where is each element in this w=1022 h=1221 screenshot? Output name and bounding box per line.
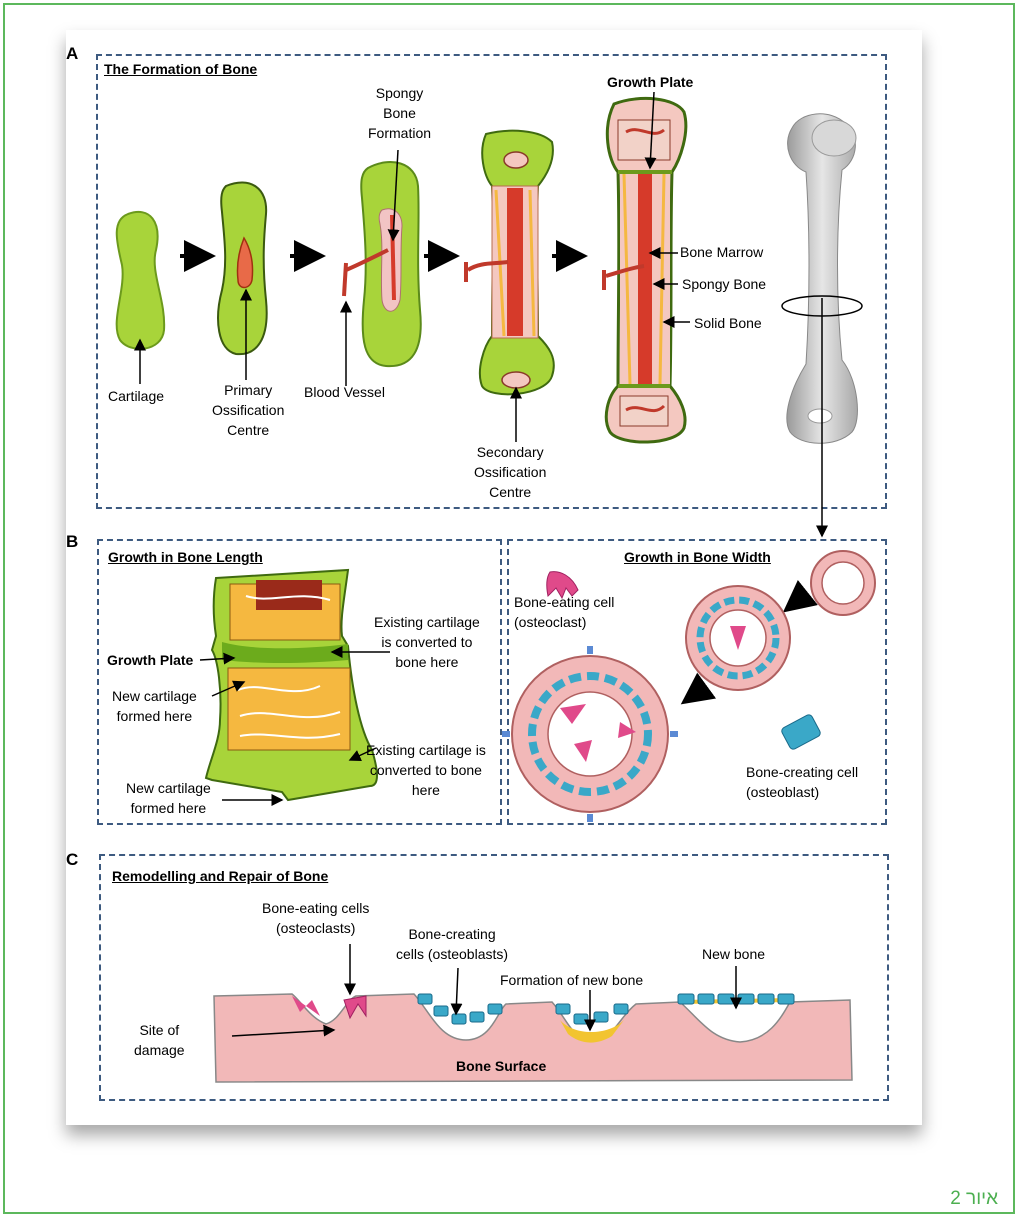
label-existing-cartilage-top: Existing cartilage is converted to bone …	[374, 612, 480, 672]
label-osteoblast: Bone-creating cell (osteoblast)	[746, 762, 858, 802]
label-primary-ossification: Primary Ossification Centre	[212, 380, 284, 440]
panel-letter-b: B	[66, 532, 78, 552]
label-bone-marrow: Bone Marrow	[680, 242, 763, 262]
label-osteoclasts-c: Bone-eating cells (osteoclasts)	[262, 898, 369, 938]
growth-length-title: Growth in Bone Length	[108, 549, 263, 565]
panel-letter-c: C	[66, 850, 78, 870]
label-blood-vessel: Blood Vessel	[304, 382, 385, 402]
label-growth-plate-b: Growth Plate	[107, 650, 193, 670]
label-bone-surface: Bone Surface	[456, 1056, 546, 1076]
label-spongy-bone: Spongy Bone	[682, 274, 766, 294]
label-spongy-formation: Spongy Bone Formation	[368, 83, 431, 143]
label-new-bone: New bone	[702, 944, 765, 964]
label-osteoblasts-c: Bone-creating cells (osteoblasts)	[396, 924, 508, 964]
label-existing-cartilage-bottom: Existing cartilage is converted to bone …	[366, 740, 486, 800]
osteoblast-icon	[780, 713, 821, 750]
growth-width-title: Growth in Bone Width	[624, 549, 771, 565]
label-cartilage: Cartilage	[108, 386, 164, 406]
label-site-of-damage: Site of damage	[134, 1020, 185, 1060]
label-formation-new-bone: Formation of new bone	[500, 970, 643, 990]
osteoblast-row-c	[418, 994, 794, 1024]
figure-caption: איור 2	[950, 1188, 998, 1210]
panel-c-title: Remodelling and Repair of Bone	[112, 868, 328, 884]
label-osteoclast: Bone-eating cell (osteoclast)	[514, 592, 614, 632]
label-growth-plate-a: Growth Plate	[607, 72, 693, 92]
cartilage-stage-1	[117, 212, 165, 349]
label-solid-bone: Solid Bone	[694, 313, 762, 333]
panel-a-title: The Formation of Bone	[104, 61, 257, 77]
panel-letter-a: A	[66, 44, 78, 64]
label-new-cartilage-mid: New cartilage formed here	[112, 686, 197, 726]
label-new-cartilage-bottom: New cartilage formed here	[126, 778, 211, 818]
label-secondary-ossification: Secondary Ossification Centre	[474, 442, 546, 502]
